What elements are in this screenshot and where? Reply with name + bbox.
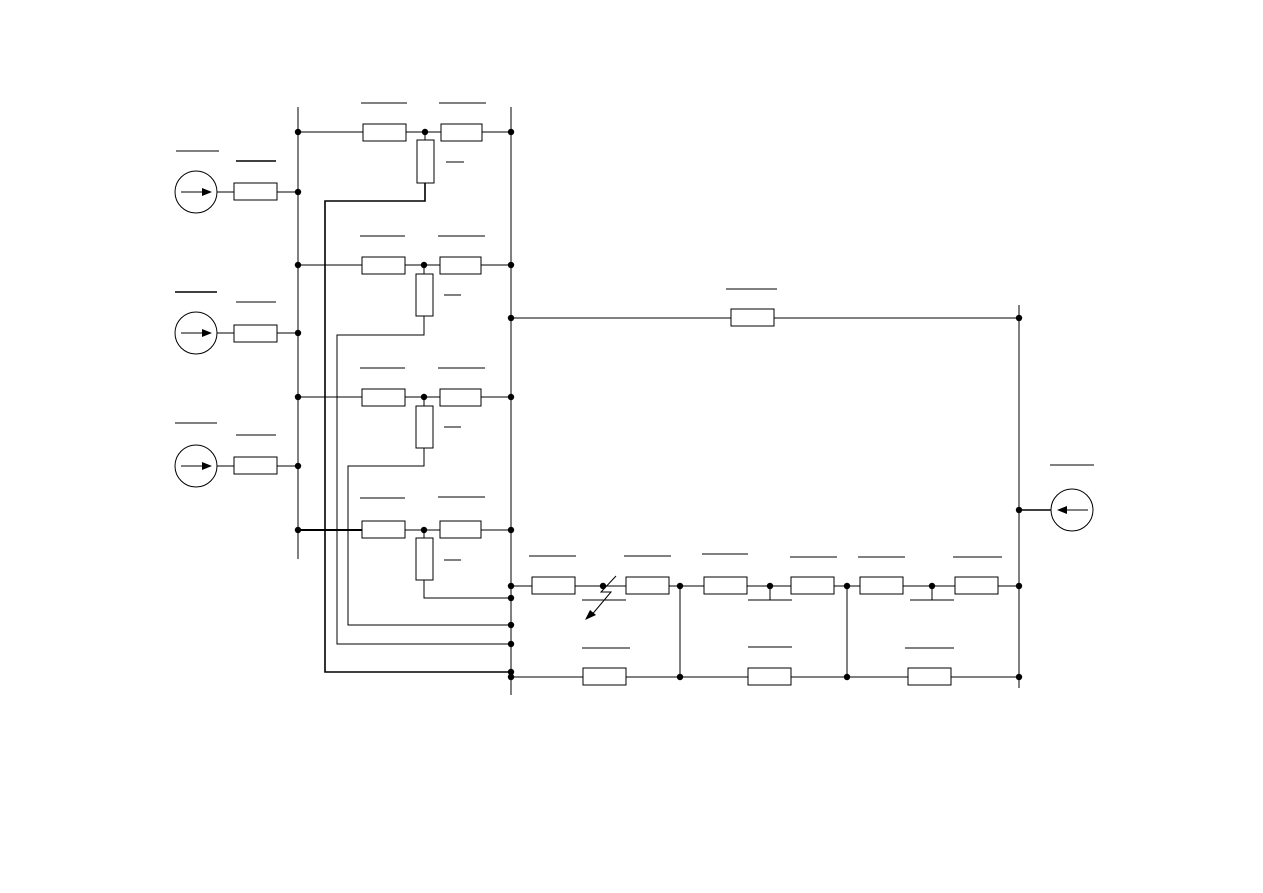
feeder-impedance [790,576,835,595]
source-impedance [233,324,278,343]
node [294,526,302,534]
node [294,462,302,470]
generator-1 [174,150,298,214]
shunt-impedance [416,139,435,184]
node [507,640,515,648]
node [843,582,851,590]
arrow-right-icon [202,462,212,470]
node [599,582,607,590]
fault-bolt [589,575,617,618]
node [507,393,515,401]
node [421,128,429,136]
node [766,582,774,590]
junction-nodes [294,128,1023,681]
shunt-impedance [415,273,434,317]
node [420,393,428,401]
node [507,673,515,681]
series-impedance [362,123,407,142]
node [420,261,428,269]
series-impedance [361,520,406,539]
lightning-fault-icon [585,575,617,620]
line-impedance [730,308,775,327]
feeder-impedance [954,576,999,595]
lower-feeder [511,553,1019,620]
node [294,329,302,337]
node [507,128,515,136]
t-branch-3 [298,367,511,626]
long-line [511,288,1019,327]
node [507,526,515,534]
series-impedance [440,123,483,142]
source-impedance [233,456,278,475]
feeder-impedance [703,576,748,595]
buses [297,107,1020,695]
series-impedance [439,520,482,539]
series-impedance [439,256,482,275]
arrow-left-icon [1057,506,1067,514]
node [507,668,515,676]
return-impedance [907,667,952,686]
node [1015,582,1023,590]
series-impedance [439,388,482,407]
node [676,582,684,590]
feeder-impedance [625,576,670,595]
series-impedance [361,256,406,275]
bottom-line [511,586,1019,686]
return-wire [347,448,511,626]
generator-4 [1019,464,1094,532]
generator-2 [174,291,298,355]
t-branch-2 [298,235,511,645]
node [294,128,302,136]
node [420,526,428,534]
node [843,673,851,681]
generator-3 [174,422,298,488]
node [507,621,515,629]
return-wire [324,183,511,673]
arrow-right-icon [202,329,212,337]
shunt-impedance [415,405,434,449]
return-impedance [582,667,627,686]
node [507,314,515,322]
series-impedance [361,388,406,407]
node [294,393,302,401]
node [507,261,515,269]
return-wire [423,580,511,599]
node [294,261,302,269]
feeder-impedance [531,576,576,595]
return-impedance [747,667,792,686]
return-wire [336,316,511,645]
node [928,582,936,590]
t-branch-4 [298,496,511,599]
feeder-impedance [859,576,904,595]
node [1015,506,1023,514]
node [676,673,684,681]
node [1015,314,1023,322]
node [507,582,515,590]
node [294,188,302,196]
fault-arrowhead [585,610,596,620]
t-branch-1 [298,102,511,673]
arrow-right-icon [202,188,212,196]
source-impedance [233,182,278,201]
node [507,594,515,602]
node [1015,673,1023,681]
shunt-impedance [415,537,434,581]
